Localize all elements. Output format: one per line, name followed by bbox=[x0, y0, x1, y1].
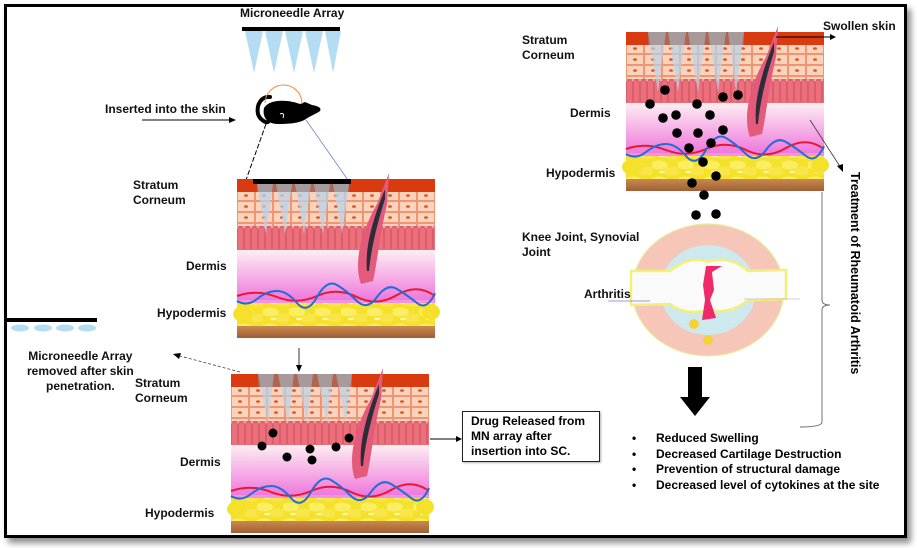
bullet: • bbox=[632, 477, 637, 492]
knee-line2: Joint bbox=[522, 245, 551, 259]
bullet: • bbox=[632, 462, 637, 476]
label-stratum-3: Stratum Corneum bbox=[522, 33, 575, 63]
skin-cross-section-3 bbox=[621, 25, 830, 192]
label-dermis-2: Dermis bbox=[180, 455, 221, 469]
result-arrow bbox=[680, 367, 710, 416]
outcome-item: • Decreased Cartilage Destruction bbox=[632, 447, 879, 463]
outcome-text: Reduced Swelling bbox=[656, 431, 759, 445]
label-stratum-2: Stratum Corneum bbox=[135, 376, 188, 406]
label-removed: Microneedle Array removed after skin pen… bbox=[27, 349, 134, 394]
skin-cross-section-1 bbox=[232, 172, 441, 339]
stratum-line1: Stratum bbox=[133, 178, 179, 192]
stratum-line1: Stratum bbox=[522, 33, 568, 47]
label-swollen-skin: Swollen skin bbox=[823, 19, 896, 33]
stratum-line2: Corneum bbox=[135, 391, 188, 405]
microneedle-array-title: Microneedle Array bbox=[240, 6, 345, 20]
outcome-item: • Prevention of structural damage bbox=[632, 462, 879, 478]
removed-line1: Microneedle Array bbox=[28, 349, 133, 363]
drug-dots bbox=[257, 428, 354, 465]
microneedle-array-top bbox=[242, 27, 341, 73]
removed-line2: removed after skin bbox=[27, 364, 134, 378]
label-hypodermis-1: Hypodermis bbox=[157, 306, 227, 320]
drug-box-line2: MN array after bbox=[471, 429, 552, 443]
mouse-icon bbox=[255, 84, 321, 125]
outcome-item: • Reduced Swelling bbox=[632, 431, 879, 447]
label-treatment: Treatment of Rheumatoid Arthritis bbox=[848, 172, 862, 375]
knee-joint bbox=[608, 223, 800, 357]
label-knee-joint: Knee Joint, Synovial Joint bbox=[522, 230, 639, 260]
label-hypodermis-2: Hypodermis bbox=[145, 506, 215, 520]
label-hypodermis-3: Hypodermis bbox=[546, 166, 616, 180]
treatment-brace bbox=[799, 192, 831, 428]
skin-cross-section-2 bbox=[226, 367, 435, 534]
stratum-line2: Corneum bbox=[522, 48, 575, 62]
outcome-item: • Decreased level of cytokines at the sit… bbox=[632, 478, 879, 494]
removed-microneedle-array bbox=[7, 318, 97, 332]
outcome-text: Prevention of structural damage bbox=[656, 462, 841, 476]
outcome-text: Decreased level of cytokines at the site bbox=[656, 477, 880, 492]
knee-line1: Knee Joint, Synovial bbox=[522, 230, 640, 244]
label-inserted: Inserted into the skin bbox=[105, 102, 226, 116]
outcome-text: Decreased Cartilage Destruction bbox=[656, 446, 842, 461]
label-dermis-1: Dermis bbox=[186, 259, 227, 273]
drug-released-box: Drug Released from MN array after insert… bbox=[462, 411, 600, 462]
drug-box-line1: Drug Released from bbox=[471, 414, 586, 428]
bullet: • bbox=[632, 431, 637, 445]
stratum-line2: Corneum bbox=[133, 193, 186, 207]
label-stratum-1: Stratum Corneum bbox=[133, 178, 186, 208]
label-arthritis: Arthritis bbox=[584, 287, 631, 301]
outcomes-list: • Reduced Swelling • Decreased Cartilage D… bbox=[632, 431, 879, 493]
stratum-line1: Stratum bbox=[135, 376, 181, 390]
label-dermis-3: Dermis bbox=[570, 106, 611, 120]
bullet: • bbox=[632, 446, 637, 461]
removed-line3: penetration. bbox=[46, 379, 115, 393]
drug-box-line3: insertion into SC. bbox=[471, 444, 571, 458]
